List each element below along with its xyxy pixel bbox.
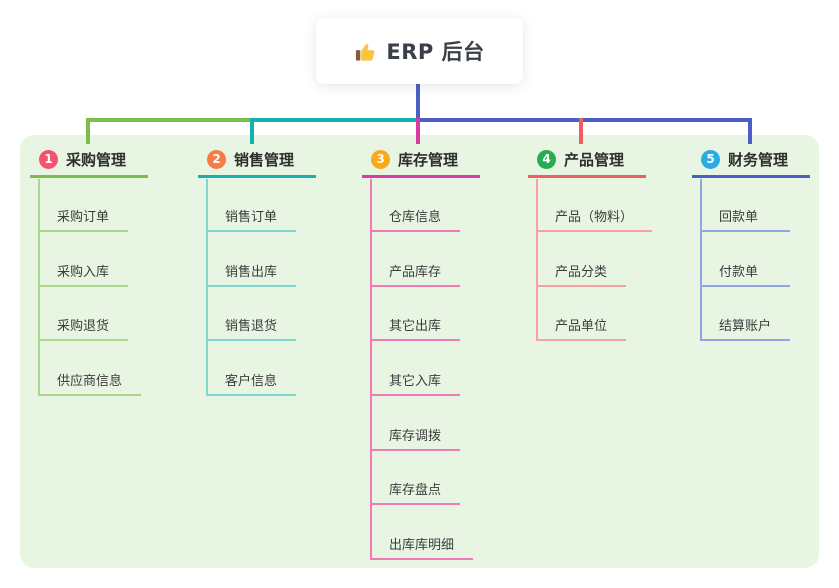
child-node-其它入库[interactable]: 其它入库 [372, 341, 461, 397]
branch-2-number-badge: 2 [207, 150, 226, 169]
child-node-出库库明细[interactable]: 出库库明细 [372, 505, 474, 561]
branch-2-h-line [252, 118, 419, 122]
child-node-销售出库[interactable]: 销售出库 [208, 232, 297, 287]
branch-4-drop-line [579, 118, 583, 144]
thumbs-up-icon [356, 43, 375, 61]
branch-5-children: 回款单付款单结算账户 [700, 179, 791, 342]
branch-title: 采购管理 [66, 151, 127, 169]
child-node-采购订单[interactable]: 采购订单 [40, 179, 129, 232]
branch-title: 产品管理 [564, 151, 625, 169]
branch-node-采购管理[interactable]: 1 采购管理 [30, 150, 148, 178]
root-stem-line [416, 84, 420, 122]
branch-3-children: 仓库信息产品库存其它出库其它入库库存调拨库存盘点出库库明细 [370, 179, 474, 561]
child-node-产品库存[interactable]: 产品库存 [372, 232, 461, 287]
child-node-采购入库[interactable]: 采购入库 [40, 232, 129, 287]
child-node-供应商信息[interactable]: 供应商信息 [40, 341, 142, 397]
branch-node-产品管理[interactable]: 4 产品管理 [528, 150, 646, 178]
branch-1-children: 采购订单采购入库采购退货供应商信息 [38, 179, 142, 397]
branch-5-drop-line [748, 118, 752, 144]
branch-2-drop-line [250, 118, 254, 144]
branch-4-children: 产品（物料）产品分类产品单位 [536, 179, 653, 342]
branch-title: 销售管理 [234, 151, 295, 169]
child-node-产品分类[interactable]: 产品分类 [538, 232, 627, 287]
root-node[interactable]: ERP 后台 [316, 18, 523, 84]
branch-4-number-badge: 4 [537, 150, 556, 169]
branch-5-number-badge: 5 [701, 150, 720, 169]
root-title: ERP 后台 [386, 40, 485, 64]
child-node-销售订单[interactable]: 销售订单 [208, 179, 297, 232]
child-node-结算账户[interactable]: 结算账户 [702, 287, 791, 342]
thumb-hand [361, 43, 375, 61]
branch-5-h-line [417, 118, 752, 122]
child-node-采购退货[interactable]: 采购退货 [40, 287, 129, 342]
child-node-回款单[interactable]: 回款单 [702, 179, 790, 232]
branch-3-number-badge: 3 [371, 150, 390, 169]
branch-3-drop-line [416, 118, 420, 144]
branches-background-panel [20, 135, 819, 568]
child-node-客户信息[interactable]: 客户信息 [208, 341, 297, 397]
child-node-库存调拨[interactable]: 库存调拨 [372, 396, 461, 451]
thumb-cuff [356, 49, 361, 61]
child-node-产品单位[interactable]: 产品单位 [538, 287, 627, 342]
child-node-其它出库[interactable]: 其它出库 [372, 287, 461, 342]
branch-title: 财务管理 [728, 151, 789, 169]
child-node-库存盘点[interactable]: 库存盘点 [372, 451, 461, 506]
branch-2-children: 销售订单销售出库销售退货客户信息 [206, 179, 297, 397]
branch-node-库存管理[interactable]: 3 库存管理 [362, 150, 480, 178]
branch-node-销售管理[interactable]: 2 销售管理 [198, 150, 316, 178]
branch-node-财务管理[interactable]: 5 财务管理 [692, 150, 810, 178]
child-node-销售退货[interactable]: 销售退货 [208, 287, 297, 342]
branch-1-number-badge: 1 [39, 150, 58, 169]
child-node-产品（物料）[interactable]: 产品（物料） [538, 179, 653, 232]
branch-1-drop-line [86, 118, 90, 144]
branch-1-h-line [86, 118, 254, 122]
branch-title: 库存管理 [398, 151, 459, 169]
child-node-仓库信息[interactable]: 仓库信息 [372, 179, 461, 232]
child-node-付款单[interactable]: 付款单 [702, 232, 790, 287]
